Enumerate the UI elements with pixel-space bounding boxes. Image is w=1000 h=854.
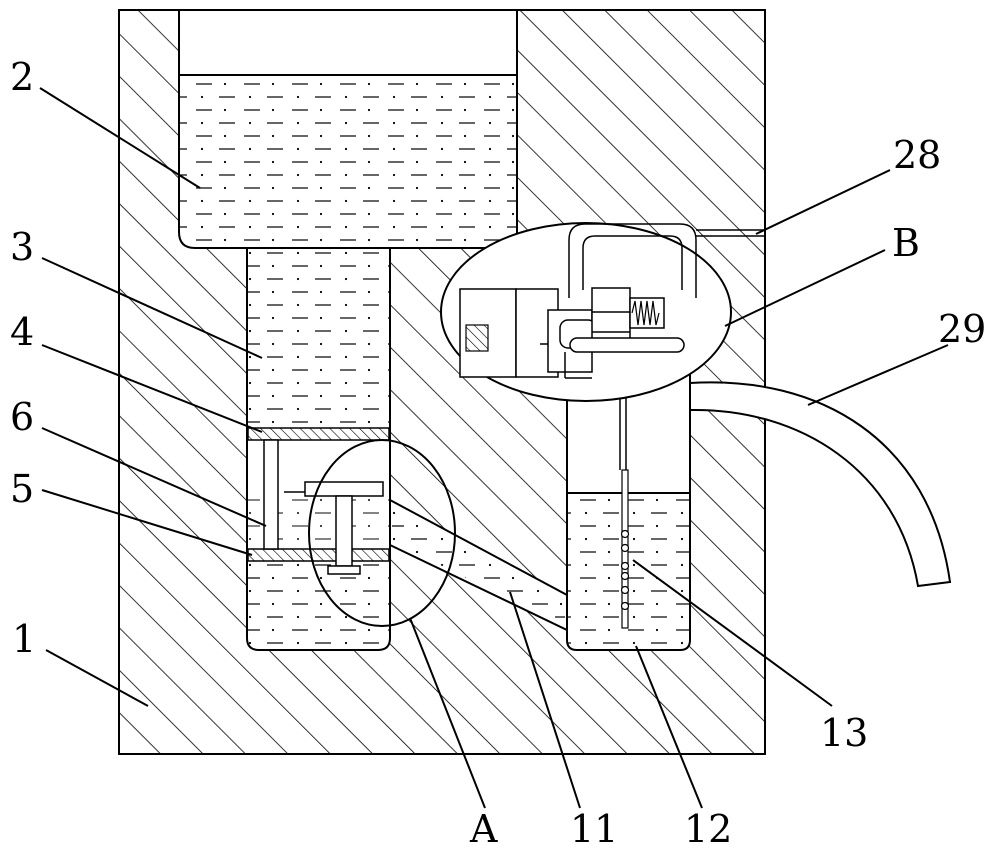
label-3: 3 bbox=[10, 225, 34, 269]
label-5: 5 bbox=[10, 467, 34, 511]
label-12: 12 bbox=[684, 807, 732, 851]
outlet-pipe bbox=[689, 381, 952, 588]
label-13: 13 bbox=[820, 711, 868, 755]
detail-a-circle bbox=[308, 439, 456, 627]
detail-b-mechanism bbox=[440, 222, 765, 402]
label-28: 28 bbox=[893, 133, 941, 177]
label-29: 29 bbox=[938, 307, 986, 351]
label-4: 4 bbox=[10, 310, 34, 354]
leader-lines bbox=[39, 87, 949, 809]
label-b: B bbox=[892, 221, 920, 265]
label-11: 11 bbox=[570, 807, 618, 851]
label-a: A bbox=[469, 807, 498, 851]
label-6: 6 bbox=[10, 395, 34, 439]
lower-plate bbox=[247, 548, 390, 562]
label-1: 1 bbox=[12, 617, 36, 661]
upper-plate bbox=[247, 427, 390, 441]
label-2: 2 bbox=[10, 55, 34, 99]
top-reservoir bbox=[178, 9, 518, 249]
guide-rod bbox=[263, 439, 279, 550]
valve-stem bbox=[284, 481, 384, 575]
